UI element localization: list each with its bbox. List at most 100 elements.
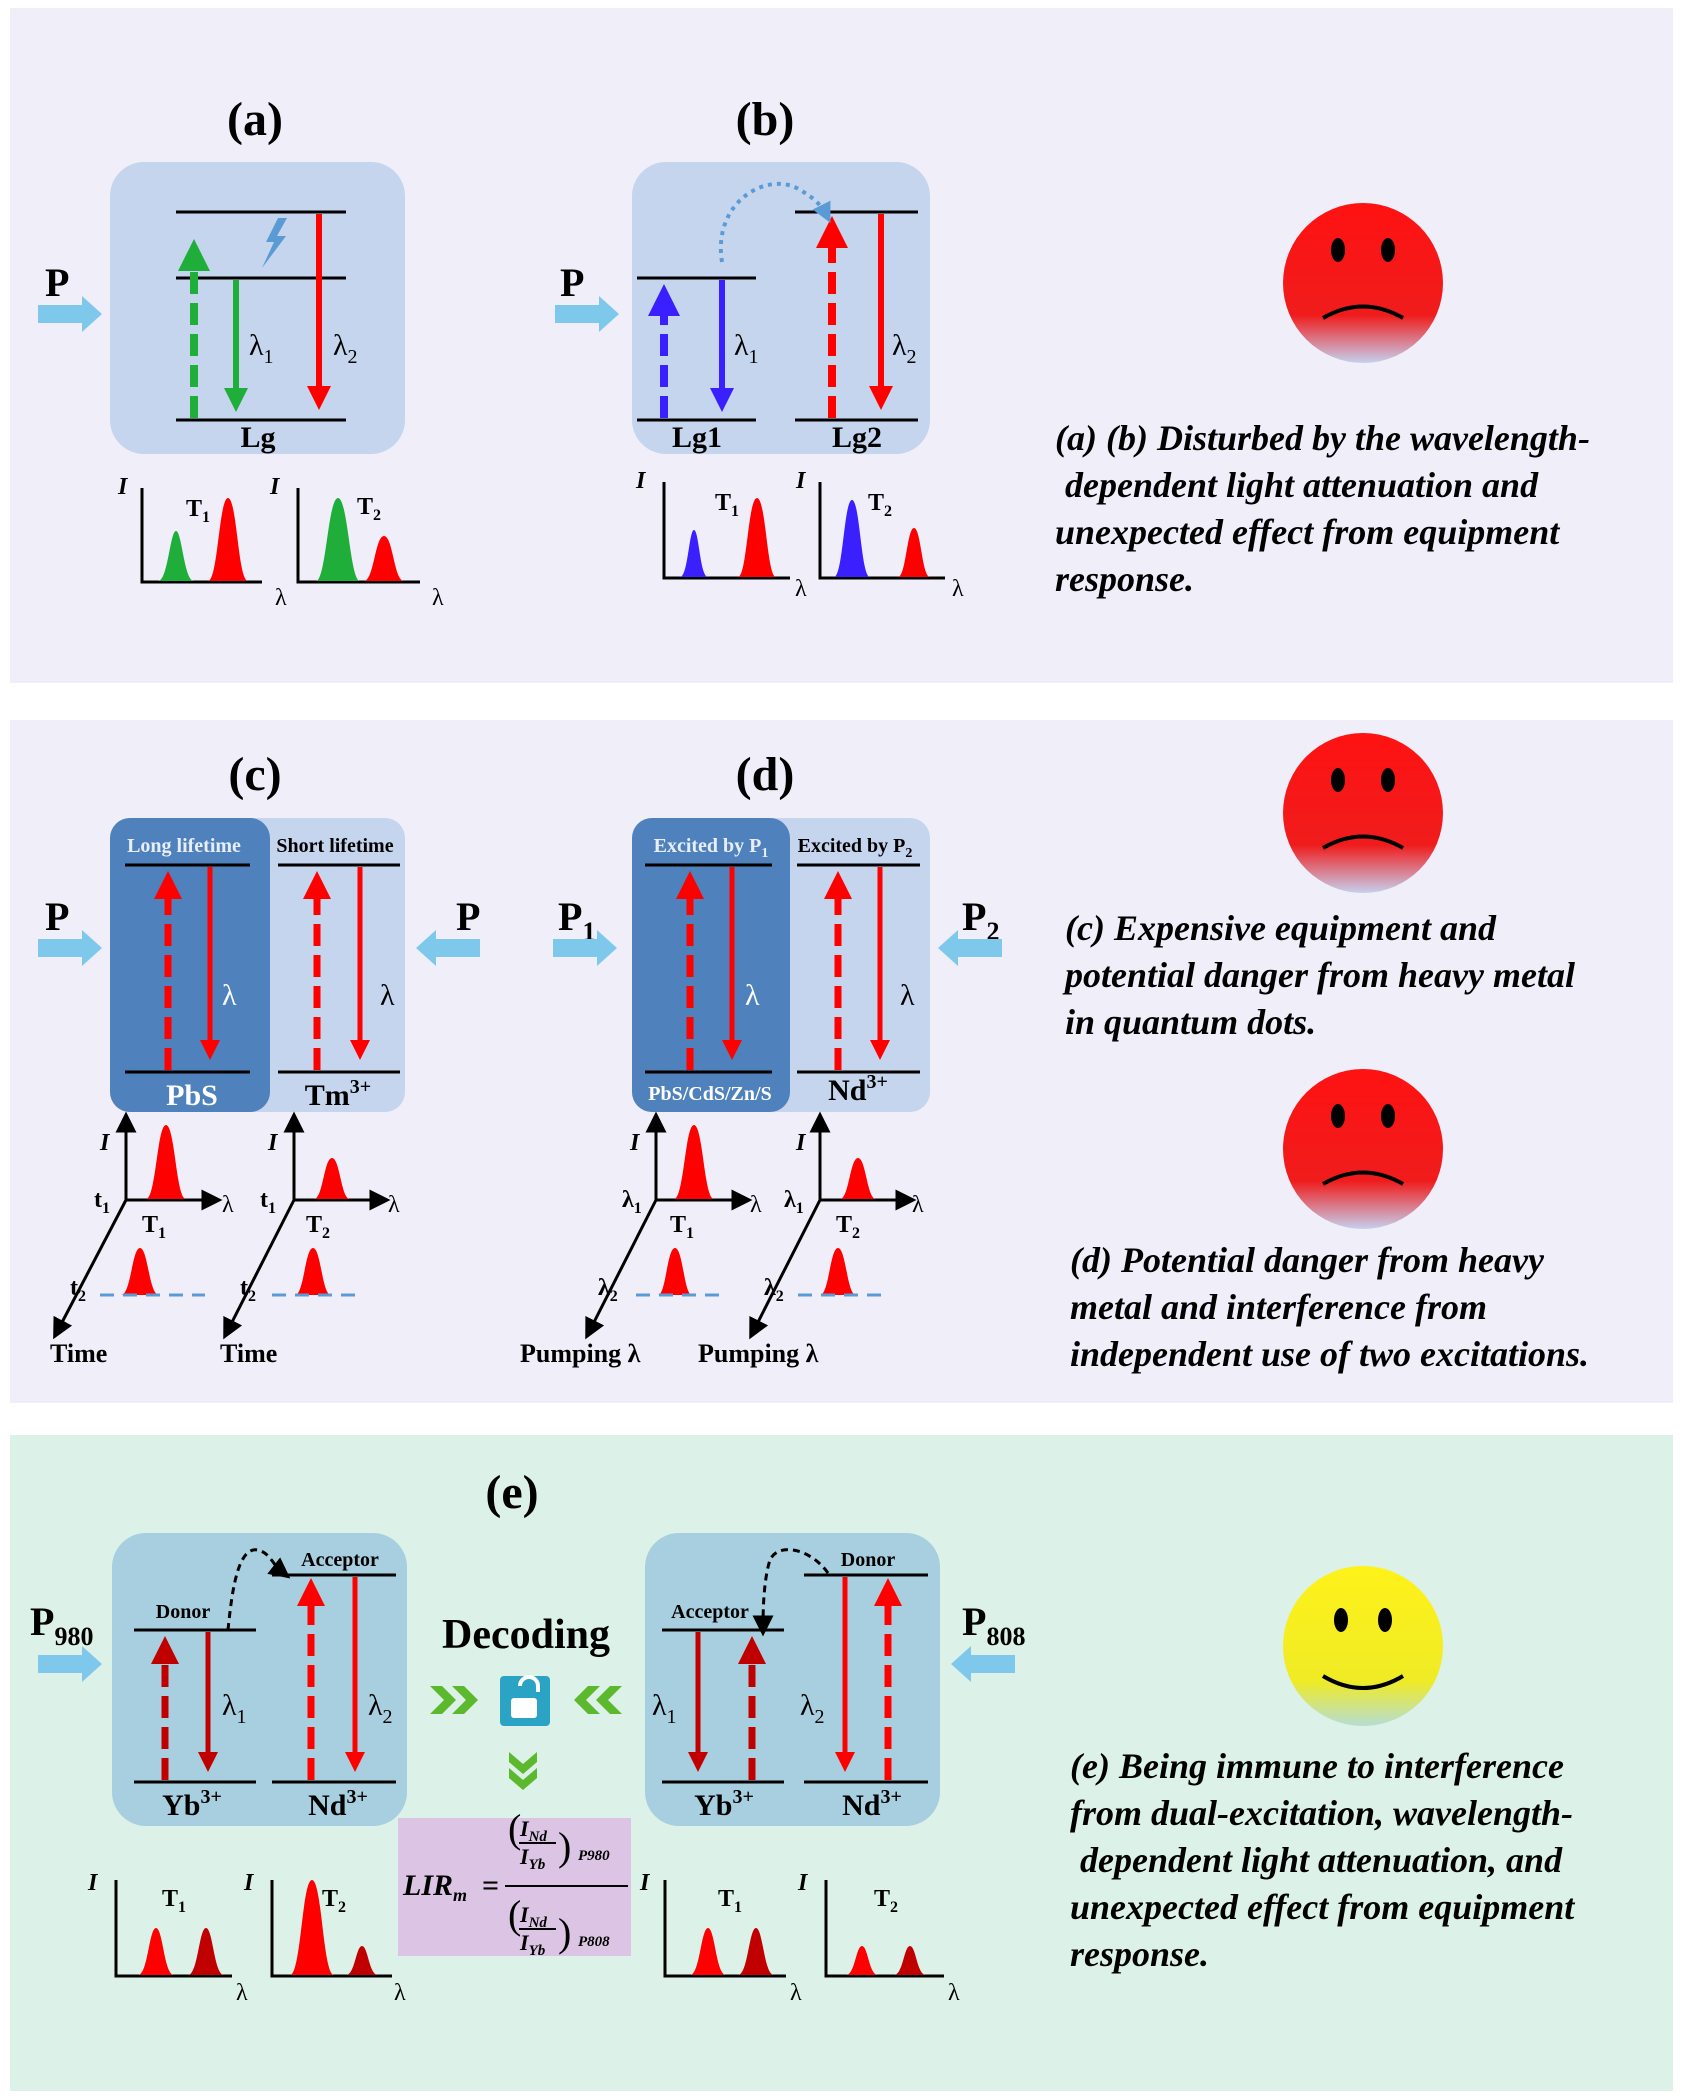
caption-d: (d) Potential danger from heavy metal an… (1070, 1240, 1589, 1374)
svg-text:Short lifetime: Short lifetime (276, 835, 393, 857)
lightning-icon (262, 218, 287, 268)
svg-text:T2: T2 (357, 494, 381, 524)
green-peak (158, 531, 194, 581)
svg-text:T2: T2 (322, 1886, 346, 1916)
green-peak (316, 498, 360, 581)
svg-text:Excited by P2: Excited by P2 (798, 835, 913, 861)
panel-a-label: (a) (227, 93, 283, 146)
svg-text:): ) (558, 1824, 571, 1869)
svg-text:IYb: IYb (519, 1844, 546, 1873)
panel-c: (c) Long lifetime Short lifetime λ λ PbS… (38, 748, 480, 1368)
svg-text:t1: t1 (94, 1187, 110, 1217)
panel-d-label: (d) (736, 748, 795, 801)
panel-d: (d) Excited by P1 Excited by P2 λ λ PbS/… (520, 748, 1002, 1368)
svg-text:T2: T2 (306, 1212, 330, 1242)
svg-text:Pumping λ: Pumping λ (520, 1339, 641, 1368)
svg-text:Acceptor: Acceptor (671, 1601, 749, 1623)
svg-text:t2: t2 (70, 1275, 86, 1305)
svg-text:INd: INd (519, 1902, 547, 1931)
panel-b-ground2: Lg2 (832, 421, 882, 454)
panel-d-spectrum-2: I λ λ1 λ2 T2 Pumping λ (698, 1111, 924, 1368)
svg-text:I: I (99, 1130, 111, 1156)
svg-text:(: ( (508, 1892, 521, 1937)
energy-transfer-arrow (718, 181, 831, 263)
chevron-right-icon (430, 1686, 478, 1714)
chevron-down-icon (509, 1752, 537, 1790)
panel-e-box-right (645, 1533, 940, 1826)
svg-text:I: I (795, 1130, 807, 1156)
panel-e: (e) Donor Acceptor λ1 λ2 Yb3+ Nd3+ P980 … (30, 1466, 1025, 2006)
red-peak (208, 498, 248, 581)
panel-b-ground1: Lg1 (672, 421, 722, 454)
svg-text:PbS/CdS/Zn/S: PbS/CdS/Zn/S (648, 1083, 771, 1105)
svg-text:λ: λ (222, 1192, 234, 1218)
unlock-icon (500, 1675, 550, 1726)
svg-text:λ2: λ2 (368, 1689, 393, 1728)
svg-text:Tm3+: Tm3+ (305, 1076, 371, 1112)
svg-text:INd: INd (519, 1816, 547, 1845)
svg-text:I: I (629, 1130, 641, 1156)
panel-a: (a) λ1 λ2 Lg P I λ T1 I λ T2 (38, 93, 444, 611)
svg-text:): ) (558, 1910, 571, 1955)
svg-text:λ1: λ1 (622, 1187, 642, 1217)
svg-text:=: = (482, 1869, 499, 1902)
panel-e-pump-arrow-right (951, 1646, 1015, 1682)
svg-text:Long lifetime: Long lifetime (127, 835, 241, 857)
panel-e-spectrum-1: I λ T1 (87, 1870, 248, 2006)
panel-b-box (632, 162, 930, 454)
svg-text:λ: λ (380, 979, 395, 1012)
panel-a-ground: Lg (240, 421, 275, 454)
svg-text:λ1: λ1 (734, 329, 759, 368)
svg-text:λ2: λ2 (892, 329, 917, 368)
panel-c-pump-arrow-right (416, 930, 480, 966)
svg-text:T1: T1 (186, 496, 210, 526)
svg-text:Excited by P1: Excited by P1 (654, 835, 769, 861)
panel-c-spectrum-2: I λ t1 t2 T2 Time (220, 1111, 400, 1368)
svg-text:λ: λ (900, 979, 915, 1012)
svg-text:λ: λ (750, 1192, 762, 1218)
panel-c-spectrum-1: I λ t1 t2 T1 Time (50, 1111, 234, 1368)
panel-c-box-left (110, 818, 270, 1112)
svg-text:I: I (267, 1130, 279, 1156)
svg-text:λ2: λ2 (598, 1275, 618, 1305)
panel-a-box (110, 162, 405, 454)
svg-text:I: I (87, 1870, 99, 1896)
svg-text:λ: λ (222, 979, 237, 1012)
panel-c-label: (c) (228, 748, 281, 801)
svg-text:T1: T1 (718, 1886, 742, 1916)
svg-text:T1: T1 (162, 1886, 186, 1916)
svg-text:P2: P2 (962, 894, 999, 946)
panel-d-box-left (632, 818, 790, 1112)
panel-e-spectrum-3: I λ T1 (639, 1870, 802, 2006)
svg-text:t1: t1 (260, 1187, 276, 1217)
svg-text:λ: λ (952, 576, 964, 602)
decoding-label: Decoding (442, 1612, 610, 1658)
svg-text:λ: λ (236, 1980, 248, 2006)
panel-b-label: (b) (736, 93, 795, 146)
panel-b-pump-arrow (555, 296, 619, 332)
svg-text:λ: λ (948, 1980, 960, 2006)
caption-e: (e) Being immune to interference from du… (1070, 1746, 1583, 1974)
svg-text:P980: P980 (578, 1848, 610, 1864)
svg-text:λ: λ (275, 585, 287, 611)
svg-text:PbS: PbS (166, 1079, 218, 1112)
sad-face-icon (1283, 203, 1443, 363)
panel-a-spectrum-2: I λ T2 (269, 474, 444, 611)
svg-text:P: P (456, 894, 480, 939)
svg-text:Donor: Donor (841, 1549, 896, 1571)
svg-text:I: I (243, 1870, 255, 1896)
svg-text:Nd3+: Nd3+ (842, 1786, 902, 1822)
svg-text:Nd3+: Nd3+ (828, 1071, 888, 1107)
caption-c: (c) Expensive equipment and potential da… (1062, 908, 1584, 1042)
svg-text:I: I (795, 468, 807, 494)
svg-text:λ: λ (795, 576, 807, 602)
panel-a-lambda1: λ1 (249, 329, 274, 368)
panel-a-pump-arrow (38, 296, 102, 332)
svg-text:Nd3+: Nd3+ (308, 1786, 368, 1822)
svg-text:(: ( (508, 1806, 521, 1851)
svg-text:Donor: Donor (156, 1601, 211, 1623)
svg-text:λ2: λ2 (800, 1689, 825, 1728)
svg-text:T2: T2 (874, 1886, 898, 1916)
panel-e-box-left (112, 1533, 407, 1826)
